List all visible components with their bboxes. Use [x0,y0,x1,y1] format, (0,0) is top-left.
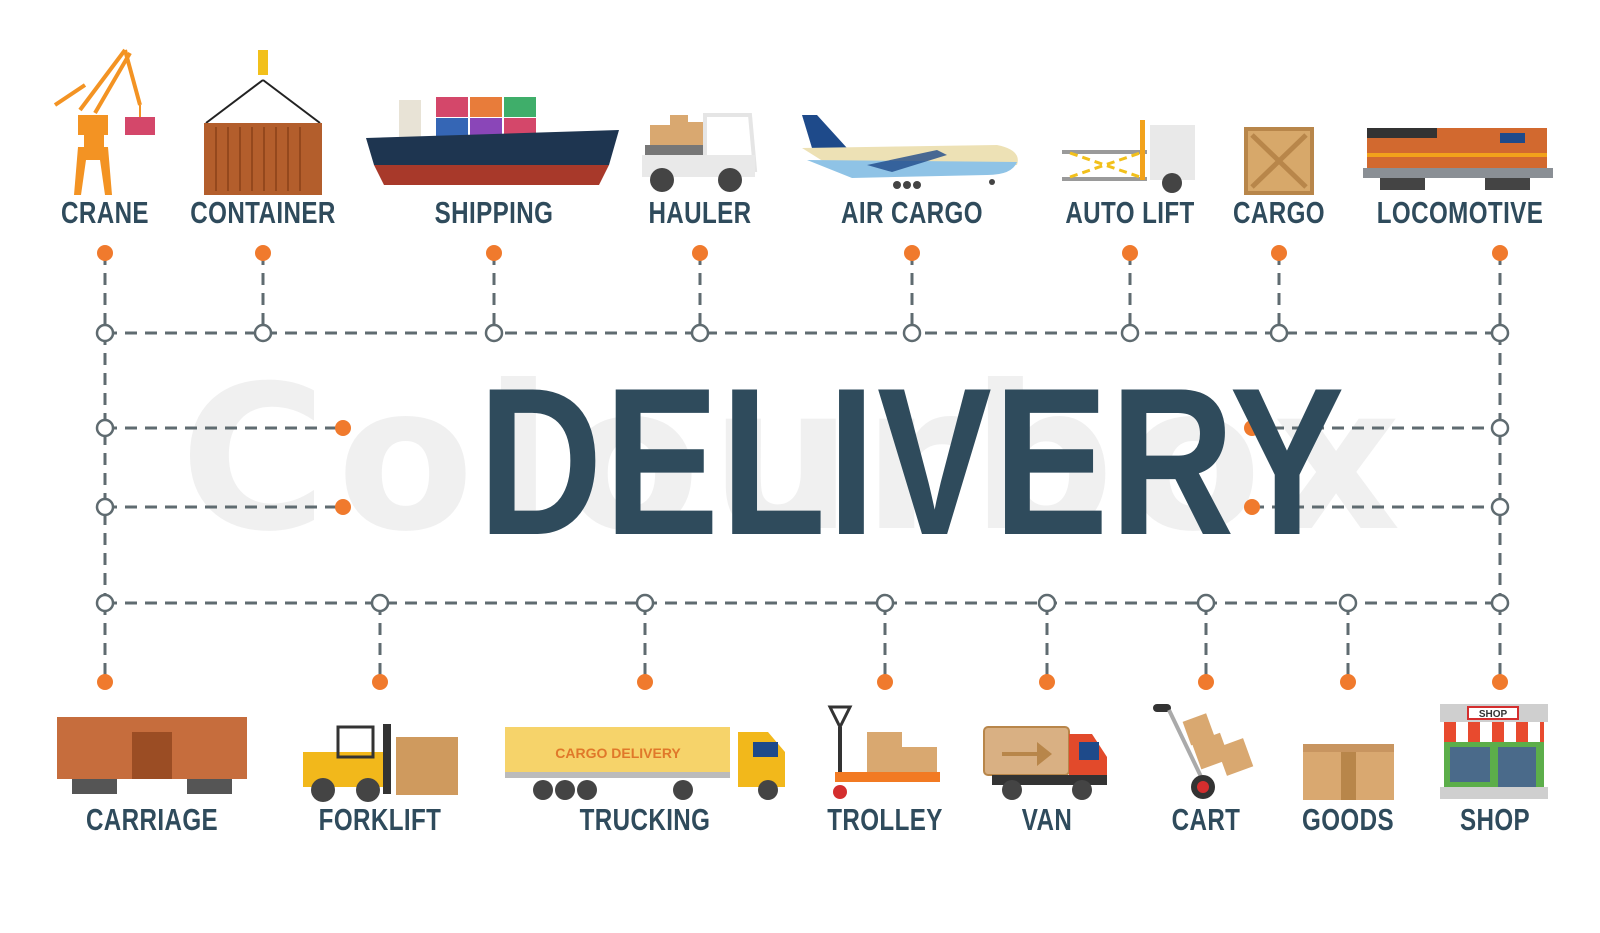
item-label: TRUCKING [579,802,711,837]
item-van: VAN [927,692,1167,838]
item-label: TROLLEY [827,802,943,837]
item-auto-lift: AUTO LIFT [1010,35,1250,231]
item-label: SHIPPING [434,195,554,230]
pallet-jack-icon [827,705,940,799]
rail-boxcar-icon [57,717,247,794]
item-label: AIR CARGO [841,195,983,230]
item-label: CARRIAGE [85,802,219,837]
semi-truck-icon: CARGO DELIVERY [504,727,785,800]
item-shipping: SHIPPING [359,35,629,231]
item-air-cargo: AIR CARGO [782,35,1042,231]
item-cart: CART [1086,692,1326,838]
item-hauler: HAULER [580,35,820,231]
truck-text: CARGO DELIVERY [555,745,681,761]
crane-icon [53,48,155,195]
item-label: CONTAINER [190,195,336,230]
item-label: CRANE [61,195,149,230]
item-goods: GOODS [1228,692,1468,838]
item-carriage: CARRIAGE [32,692,272,838]
item-label: SHOP [1459,802,1531,837]
item-trolley: TROLLEY [765,692,1005,838]
item-label: CART [1171,802,1241,837]
scissor-lift-truck-icon [1062,120,1195,193]
item-trucking: CARGO DELIVERY TRUCKING [495,692,795,838]
storefront-icon: SHOP [1439,704,1548,799]
cargo-plane-icon [802,115,1018,189]
item-label: GOODS [1302,802,1394,837]
cardboard-box-icon [1302,744,1394,800]
watermark: Colourbox [180,343,1411,576]
item-label: HAULER [648,195,752,230]
item-cargo: CARGO [1159,35,1399,231]
locomotive-icon [1363,128,1553,190]
item-label: FORKLIFT [318,802,442,837]
forklift-icon [302,724,458,802]
cargo-ship-icon [366,97,619,185]
wooden-crate-icon [1244,127,1314,195]
delivery-van-icon [983,726,1107,800]
item-container: CONTAINER [143,35,383,231]
item-locomotive: LOCOMOTIVE [1340,35,1580,231]
item-label: LOCOMOTIVE [1376,195,1544,230]
baggage-hauler-icon [642,113,758,192]
hand-truck-icon [1153,704,1254,799]
item-crane: CRANE [0,35,225,231]
page-title: DELIVERY [478,344,1347,579]
item-label: AUTO LIFT [1065,195,1195,230]
item-shop: SHOP SHOP [1375,692,1600,838]
item-label: CARGO [1233,195,1325,230]
item-label: VAN [1021,802,1073,837]
item-forklift: FORKLIFT [260,692,500,838]
shop-sign-text: SHOP [1478,709,1507,720]
container-icon [204,50,322,195]
